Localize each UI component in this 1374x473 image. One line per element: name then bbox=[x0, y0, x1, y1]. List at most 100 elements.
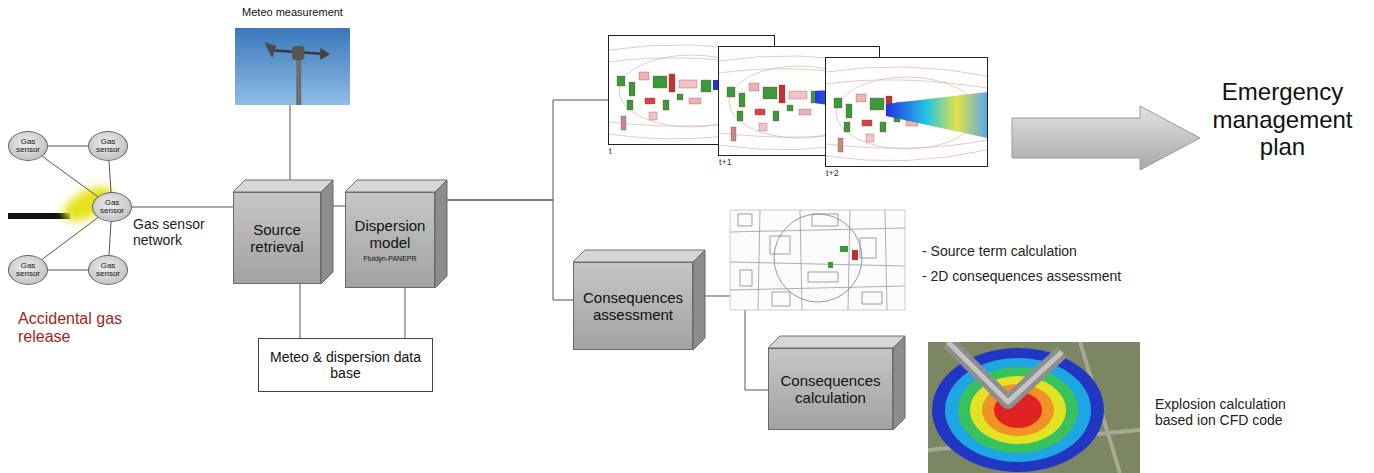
box-top-face bbox=[573, 250, 705, 262]
explosion-ring bbox=[932, 348, 1104, 472]
box-top-face bbox=[233, 180, 333, 192]
node-label: Gas sensor bbox=[11, 138, 45, 154]
node-label: Consequences calculation bbox=[773, 372, 888, 407]
connector-line bbox=[109, 222, 111, 255]
gas-sensor-ellipse: Gas sensor bbox=[88, 131, 128, 161]
process-box: Dispersion modelFluidyn-PANEPR bbox=[345, 192, 435, 288]
annotation-label: Explosion calculation based ion CFD code bbox=[1155, 396, 1320, 428]
connector-line bbox=[42, 218, 98, 260]
illustration-part bbox=[779, 85, 785, 103]
box-depth-layer bbox=[233, 180, 905, 430]
aerial-ground bbox=[928, 342, 1140, 473]
illustration-part bbox=[296, 58, 301, 105]
gas-sensor-ellipse: Gas sensor bbox=[8, 131, 48, 161]
illustration-part bbox=[759, 123, 767, 131]
time-step-label: t bbox=[609, 146, 612, 156]
annotation-label: - Source term calculation bbox=[922, 243, 1142, 259]
illustration-part bbox=[629, 82, 635, 96]
connector-line bbox=[435, 100, 608, 200]
illustration-part bbox=[789, 91, 807, 99]
database-box: Meteo & dispersion data base bbox=[258, 338, 433, 392]
plan-mark bbox=[828, 262, 833, 268]
illustration-part bbox=[787, 105, 793, 111]
site-plan-image bbox=[730, 210, 905, 310]
annotation-label: Accidental gas release bbox=[18, 310, 133, 347]
connector-line bbox=[132, 207, 233, 208]
plan-buildings bbox=[738, 214, 882, 306]
connector-line bbox=[290, 105, 291, 192]
plan-mark bbox=[840, 246, 848, 252]
aerial-roads bbox=[928, 342, 1140, 473]
illustration-part bbox=[880, 122, 886, 132]
box-top-face bbox=[768, 336, 905, 348]
explosion-ring bbox=[958, 367, 1078, 453]
illustration-part bbox=[870, 98, 884, 110]
box-side-face bbox=[321, 180, 333, 284]
illustration-part bbox=[838, 138, 843, 152]
illustration-part bbox=[727, 87, 735, 97]
meteo-photo bbox=[235, 28, 350, 105]
illustration-part bbox=[235, 28, 350, 105]
illustration-part bbox=[763, 87, 777, 99]
illustration-part bbox=[663, 100, 669, 110]
connector-line bbox=[109, 161, 111, 192]
illustration-part bbox=[826, 67, 987, 161]
annotation-label: - 2D consequences assessment bbox=[922, 268, 1152, 284]
illustration-part bbox=[639, 72, 649, 80]
illustration-part bbox=[737, 111, 743, 121]
gas-pipe bbox=[8, 213, 70, 219]
explosion-ring bbox=[945, 358, 1091, 462]
illustration-part bbox=[799, 109, 811, 115]
illustration-part bbox=[834, 98, 842, 108]
process-box: Consequences calculation bbox=[768, 348, 893, 430]
pier-structure bbox=[948, 342, 1062, 402]
illustration-part bbox=[292, 46, 304, 60]
connector-line bbox=[405, 288, 406, 338]
box-side-face bbox=[435, 180, 447, 288]
node-label: Meteo & dispersion data base bbox=[263, 349, 428, 381]
time-step-label: t+2 bbox=[826, 168, 839, 178]
dispersion-map bbox=[826, 58, 987, 166]
plan-effect-circle bbox=[774, 214, 862, 302]
connector-line bbox=[48, 146, 88, 147]
illustration-part bbox=[679, 80, 697, 88]
node-sublabel: Fluidyn-PANEPR bbox=[363, 255, 416, 263]
meteo-photo-node: Meteo measurement bbox=[235, 6, 350, 105]
annotation-label: Emergency management plan bbox=[1200, 78, 1365, 161]
illustration-part bbox=[749, 83, 759, 91]
time-step-label: t+1 bbox=[719, 157, 732, 167]
illustration-part bbox=[669, 74, 675, 92]
illustration-part bbox=[701, 80, 711, 92]
process-box: Consequences assessment bbox=[573, 262, 693, 350]
node-label: Consequences assessment bbox=[578, 289, 688, 324]
illustration-part bbox=[627, 100, 633, 110]
illustration-part bbox=[846, 104, 852, 118]
node-label: Gas sensor bbox=[95, 199, 129, 215]
illustration-part bbox=[617, 76, 625, 86]
gas-sensor-ellipse: Gas sensor bbox=[92, 192, 132, 222]
illustration-part bbox=[866, 134, 874, 142]
illustration-part bbox=[264, 42, 276, 58]
explosion-image bbox=[928, 342, 1140, 473]
illustration-part bbox=[844, 122, 850, 132]
plan-ground bbox=[730, 210, 905, 310]
node-label: Dispersion model bbox=[350, 217, 430, 252]
node-label: Gas sensor bbox=[91, 262, 125, 278]
node-label: Source retrieval bbox=[238, 221, 316, 256]
illustration-part bbox=[826, 140, 987, 148]
connector-line bbox=[48, 270, 88, 271]
illustration-part bbox=[621, 116, 626, 130]
illustration-part bbox=[862, 120, 872, 126]
process-box: Source retrieval bbox=[233, 192, 321, 284]
illustration-part bbox=[826, 150, 987, 161]
illustration-part bbox=[739, 93, 745, 107]
illustration-part bbox=[773, 111, 779, 121]
connector-line bbox=[300, 284, 301, 338]
annotation-label: Gas sensor network bbox=[133, 216, 228, 248]
illustration-part bbox=[645, 98, 655, 104]
plan-streets bbox=[730, 210, 905, 310]
gas-sensor-ellipse: Gas sensor bbox=[8, 255, 48, 285]
illustration-part bbox=[856, 94, 866, 102]
illustration-part bbox=[755, 109, 765, 115]
